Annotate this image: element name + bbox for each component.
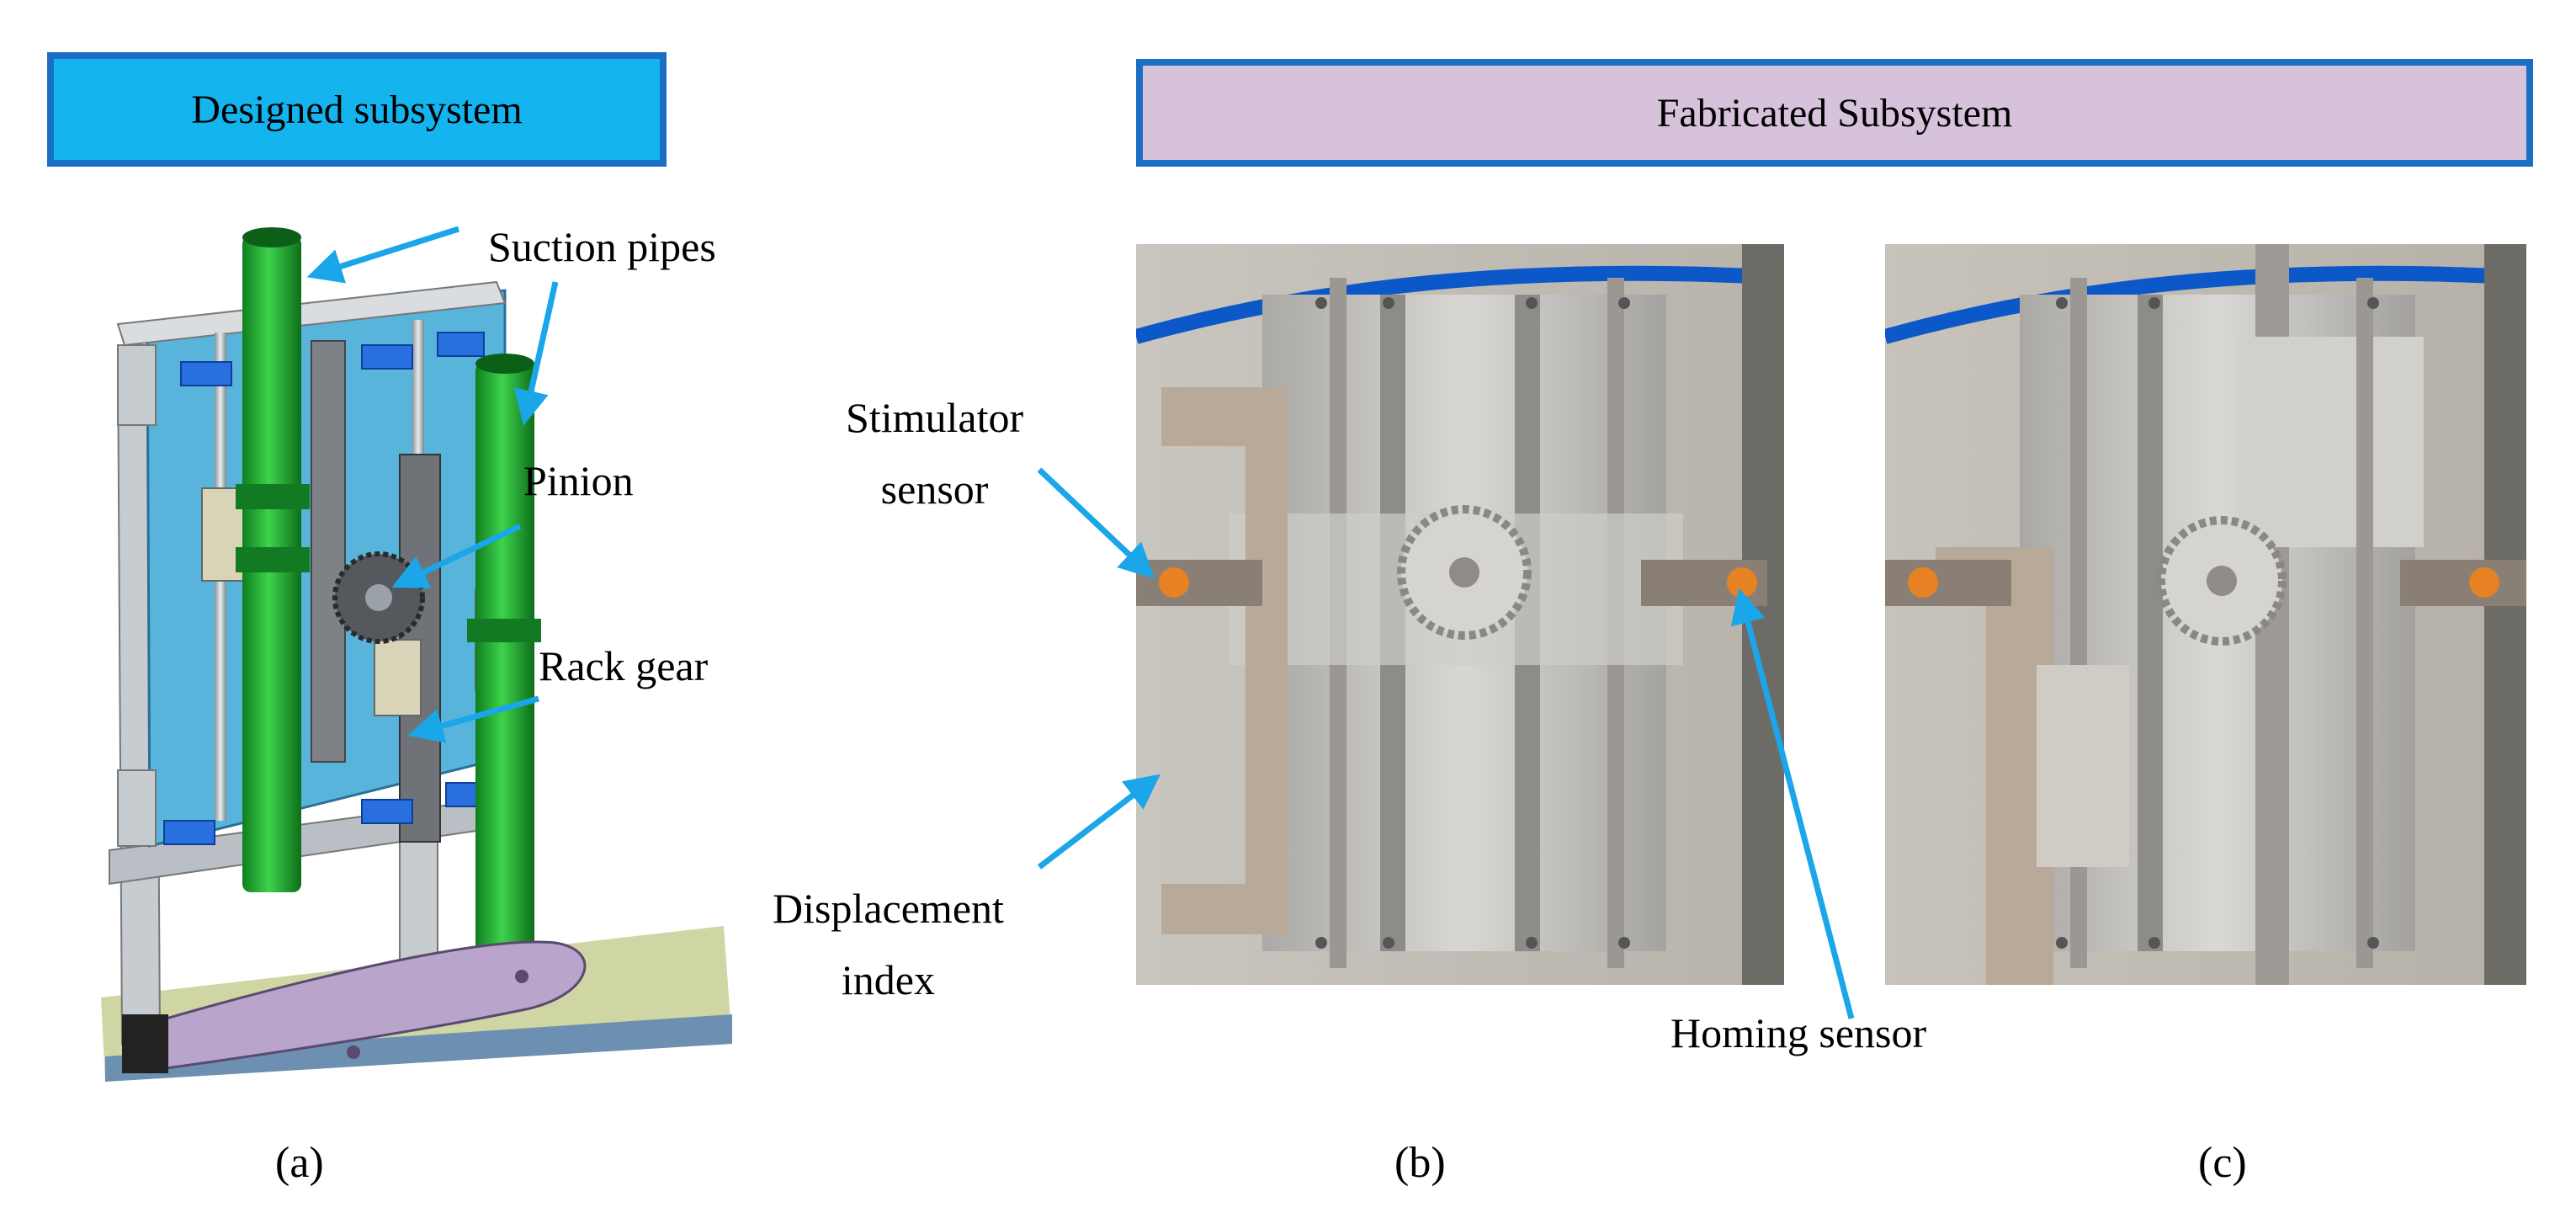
caption-a: (a) [275, 1139, 324, 1187]
stimulator-sensor-label: Stimulator sensor [846, 391, 1023, 515]
displacement-index-line-2: index [841, 955, 935, 1003]
caption-c: (c) [2198, 1139, 2247, 1187]
suction-pipe-arrow-1 [306, 226, 460, 284]
pinion-arrow [391, 523, 522, 588]
fabricated-photo-c [1885, 244, 2526, 985]
displacement-index-label: Displacement index [773, 882, 1004, 1006]
rack-gear-label: Rack gear [539, 642, 709, 689]
homing-sensor-arrow [1730, 588, 1855, 1019]
fabricated-photo-b [1136, 244, 1784, 985]
designed-subsystem-header: Designed subsystem [47, 52, 667, 167]
caption-b: (b) [1394, 1139, 1446, 1187]
suction-pipes-label: Suction pipes [488, 223, 716, 270]
designed-subsystem-title: Designed subsystem [191, 87, 523, 132]
homing-sensor-label: Homing sensor [1670, 1009, 1927, 1056]
stimulator-sensor-line-2: sensor [880, 465, 989, 513]
fabricated-subsystem-title: Fabricated Subsystem [1656, 90, 2013, 136]
displacement-index-arrow [1037, 774, 1161, 870]
fabricated-subsystem-header: Fabricated Subsystem [1136, 59, 2533, 167]
suction-pipe-arrow-2 [513, 281, 559, 426]
cad-model-illustration [101, 227, 732, 1082]
displacement-index-line-1: Displacement [773, 885, 1004, 932]
stimulator-sensor-arrow [1037, 467, 1155, 579]
pinion-label: Pinion [523, 457, 634, 504]
rack-gear-arrow [407, 695, 539, 743]
stimulator-sensor-line-1: Stimulator [846, 394, 1024, 441]
photo-c-illustration [1885, 244, 2526, 985]
photo-b-illustration [1136, 244, 1784, 985]
